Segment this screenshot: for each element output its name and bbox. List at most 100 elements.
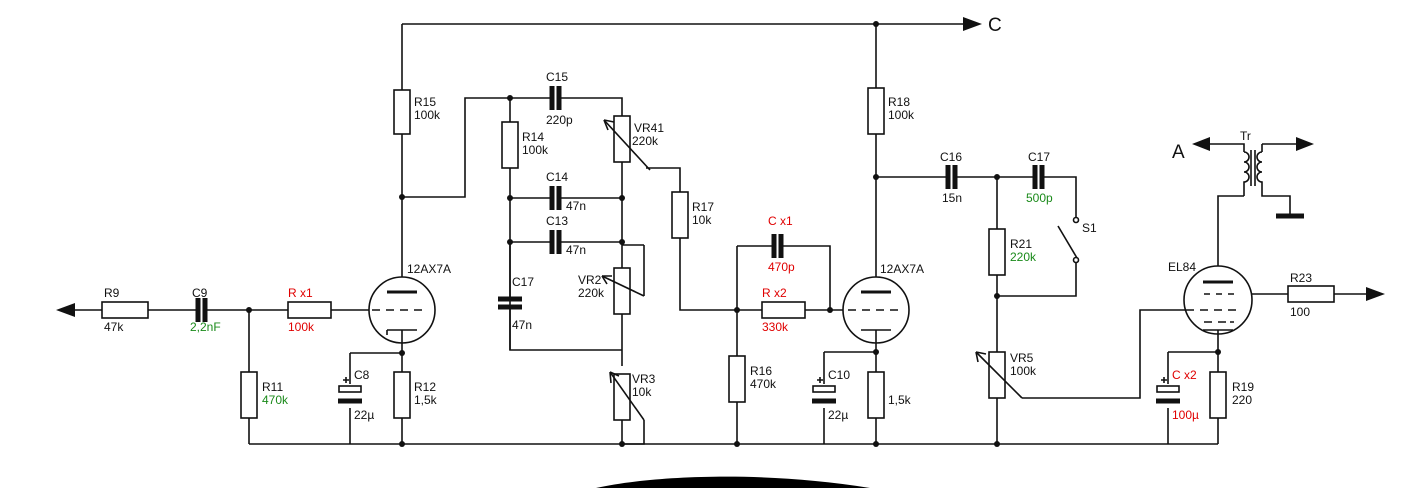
c17b-value: 500p (1026, 191, 1053, 205)
r11-value: 470k (262, 393, 289, 407)
resistor-r11 (240, 371, 258, 419)
c15-value: 220p (546, 113, 573, 127)
r12-name: R12 (414, 380, 436, 394)
capacitors (190, 86, 1180, 404)
c17a-name: C17 (512, 275, 534, 289)
r19-value: 220 (1232, 393, 1252, 407)
cx1-value: 470p (768, 260, 795, 274)
r17-value: 10k (692, 213, 712, 227)
potentiometers (601, 115, 1023, 421)
r11-name: R11 (262, 380, 283, 394)
cx1-name: C x1 (768, 214, 793, 228)
cap-cx1 (764, 234, 792, 258)
resistor-r19 (1209, 371, 1227, 419)
cap-c8 (338, 377, 362, 404)
cap-c15 (540, 86, 570, 110)
tube-v2 (842, 276, 910, 344)
resistor-r17 (671, 191, 689, 239)
rx1-value: 100k (288, 320, 315, 334)
c13-value: 47n (566, 243, 586, 257)
cap-c17b (1025, 165, 1053, 189)
junctions (246, 21, 1221, 447)
vr3-name: VR3 (632, 372, 656, 386)
resistor-r15 (393, 89, 411, 135)
cap-c10 (812, 377, 836, 404)
output-arrow (1366, 287, 1385, 301)
label-tube-v3: EL84 (1168, 260, 1196, 274)
c8-value: 22µ (354, 408, 374, 422)
cap-cx2 (1156, 377, 1180, 404)
resistor-r23 (1287, 285, 1335, 303)
vr41-name: VR41 (634, 121, 664, 135)
c15-name: C15 (546, 70, 568, 84)
c10-name: C10 (828, 368, 850, 382)
rx2-name: R x2 (762, 286, 787, 300)
resistors (101, 87, 1335, 419)
pot-vr5 (975, 351, 1023, 399)
cap-c16 (938, 165, 966, 189)
r19-name: R19 (1232, 380, 1254, 394)
resistor-r21 (988, 228, 1006, 276)
terminal-c-label: C (988, 15, 1002, 36)
vr41-value: 220k (632, 134, 659, 148)
rx2-value: 330k (762, 320, 789, 334)
vr2-value: 220k (578, 286, 605, 300)
tube-v3 (1183, 265, 1253, 335)
c10-value: 22µ (828, 408, 848, 422)
vr5-value: 100k (1010, 364, 1037, 378)
label-tube-v1: 12AX7A (407, 262, 451, 276)
label-transformer: Tr (1240, 129, 1251, 143)
terminal-a-label: A (1172, 142, 1185, 163)
resistor-r16 (728, 355, 746, 403)
labels: 12AX7A 12AX7A EL84 Tr S1 R9 47k C9 2,2nF… (104, 70, 1312, 422)
cap-c14 (540, 186, 570, 210)
terminal-a-arrow (1192, 137, 1210, 151)
label-switch: S1 (1082, 221, 1097, 235)
cap-c17a (498, 291, 522, 317)
cx2-name: C x2 (1172, 368, 1197, 382)
input-arrow (56, 303, 75, 317)
resistor-rk2 (867, 371, 885, 419)
tube-v1 (368, 276, 436, 344)
resistor-r9 (101, 301, 149, 319)
cap-c13 (540, 230, 570, 254)
cx2-value: 100µ (1172, 408, 1199, 422)
c9-name: C9 (192, 286, 208, 300)
switch-s1 (1057, 198, 1080, 264)
c16-value: 15n (942, 191, 962, 205)
resistor-r12 (393, 371, 411, 419)
r21-name: R21 (1010, 237, 1032, 251)
r14-value: 100k (522, 143, 549, 157)
vr3-value: 10k (632, 385, 652, 399)
r9-value: 47k (104, 320, 124, 334)
r15-value: 100k (414, 108, 441, 122)
output-c-arrow (963, 17, 982, 31)
r17-name: R17 (692, 200, 714, 214)
r21-value: 220k (1010, 250, 1037, 264)
vr2-name: VR2 (578, 273, 602, 287)
c14-name: C14 (546, 170, 568, 184)
cap-c9 (190, 298, 212, 322)
r12-value: 1,5k (414, 393, 438, 407)
r18-name: R18 (888, 95, 910, 109)
label-tube-v2: 12AX7A (880, 262, 924, 276)
r9-name: R9 (104, 286, 120, 300)
r23-value: 100 (1290, 305, 1310, 319)
transformer-out-arrow (1296, 137, 1314, 151)
pot-vr2 (601, 267, 645, 315)
r15-name: R15 (414, 95, 436, 109)
rx1-name: R x1 (288, 286, 313, 300)
vr5-name: VR5 (1010, 351, 1034, 365)
r18-value: 100k (888, 108, 915, 122)
resistor-rx1 (287, 301, 332, 319)
pot-vr41 (603, 115, 651, 171)
resistor-r14 (501, 121, 519, 169)
wiring (75, 23, 1366, 445)
c13-name: C13 (546, 214, 568, 228)
c17b-name: C17 (1028, 150, 1050, 164)
decorative-swoosh (596, 476, 870, 488)
resistor-r18 (867, 87, 885, 135)
resistor-rx2 (761, 301, 806, 319)
c16-name: C16 (940, 150, 962, 164)
